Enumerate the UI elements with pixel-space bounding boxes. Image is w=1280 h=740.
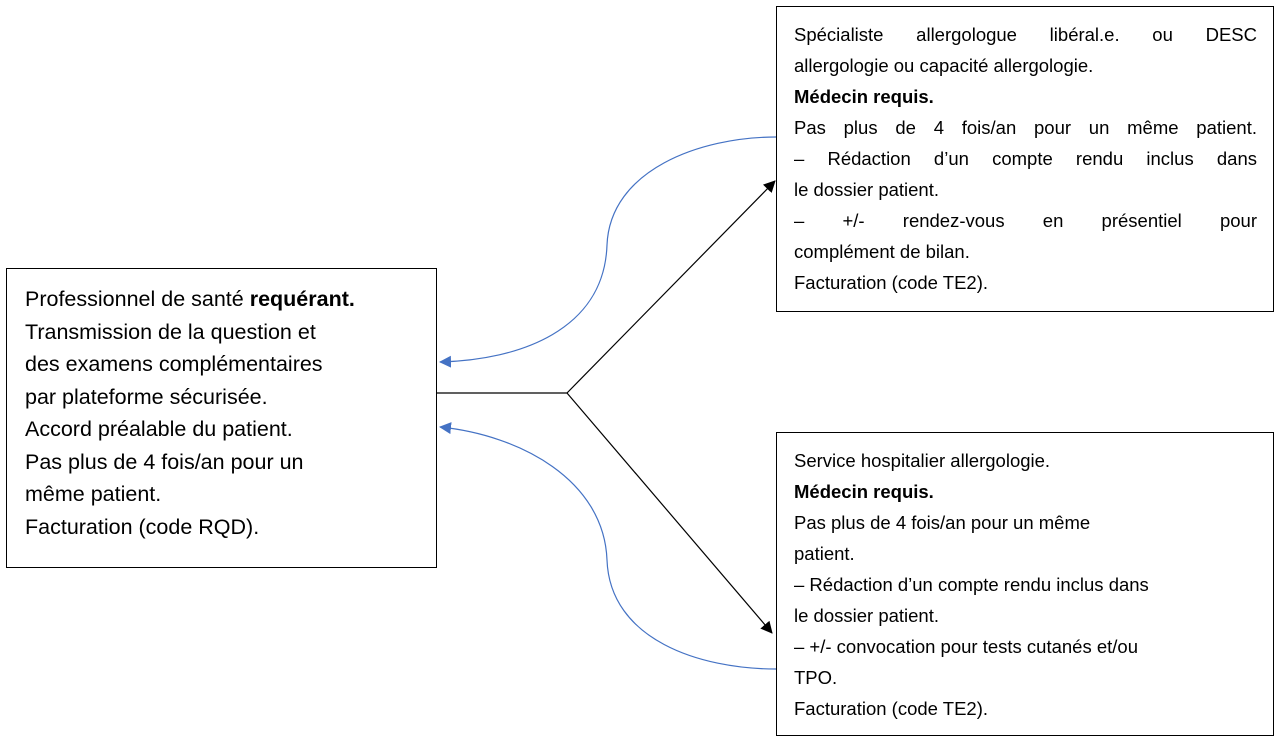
arrow-to-specialist: [566, 180, 776, 394]
requester-line: Facturation (code RQD).: [25, 514, 260, 539]
specialist-visit: complément de bilan.: [794, 241, 970, 262]
specialist-report: – Rédaction d’un compte rendu inclus dan…: [794, 148, 1257, 169]
hospital-box: Service hospitalier allergologie. Médeci…: [776, 432, 1274, 736]
hospital-tests: – +/- convocation pour tests cutanés et/…: [794, 636, 1139, 657]
requester-role-bold: requérant.: [249, 287, 355, 311]
requester-line: même patient.: [25, 482, 162, 506]
requester-line: Pas plus de 4 fois/an pour un: [25, 449, 304, 474]
return-arrow-from-hospital: [439, 422, 777, 670]
specialist-required: Médecin requis.: [794, 86, 934, 107]
requester-line: des examens complémentaires: [25, 352, 323, 376]
hospital-required: Médecin requis.: [794, 481, 934, 502]
specialist-title-line: allergologie ou capacité allergologie.: [794, 55, 1094, 76]
hospital-limit: Pas plus de 4 fois/an pour un même: [794, 512, 1091, 533]
requester-line: Accord préalable du patient.: [25, 417, 293, 441]
arrow-to-hospital: [566, 392, 773, 634]
specialist-report: le dossier patient.: [794, 179, 940, 200]
hospital-title: Service hospitalier allergologie.: [794, 450, 1051, 471]
requester-box: Professionnel de santé requérant. Transm…: [6, 268, 437, 568]
hospital-report: – Rédaction d’un compte rendu inclus dan…: [794, 574, 1149, 595]
requester-role: Professionnel de santé requérant.: [25, 287, 355, 311]
hospital-limit: patient.: [794, 543, 855, 564]
requester-line: par plateforme sécurisée.: [25, 384, 268, 409]
specialist-billing: Facturation (code TE2).: [794, 272, 988, 293]
hospital-tests: TPO.: [794, 667, 838, 688]
hospital-report: le dossier patient.: [794, 605, 940, 626]
requester-line: Transmission de la question et: [25, 319, 316, 344]
hospital-billing: Facturation (code TE2).: [794, 698, 988, 719]
return-arrow-from-specialist: [439, 136, 777, 368]
specialist-box: Spécialiste allergologue libéral.e. ou D…: [776, 6, 1274, 312]
specialist-visit: – +/- rendez-vous en présentiel pour: [794, 210, 1257, 231]
specialist-title-line: Spécialiste allergologue libéral.e. ou D…: [794, 24, 1257, 45]
specialist-limit: Pas plus de 4 fois/an pour un même patie…: [794, 117, 1257, 138]
